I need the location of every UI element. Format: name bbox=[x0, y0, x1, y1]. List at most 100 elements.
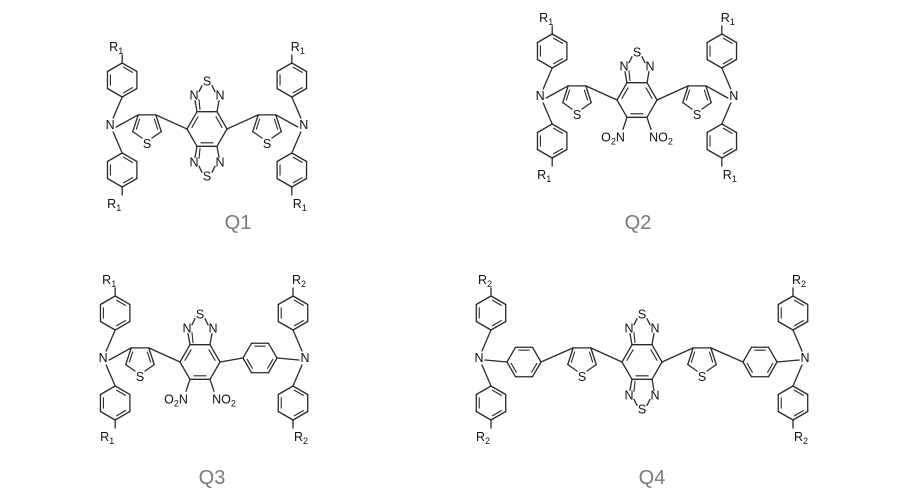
sulfur-atom: S bbox=[263, 137, 271, 151]
sulfur-atom: S bbox=[638, 402, 646, 416]
nitro-group-right: NO2 bbox=[212, 392, 236, 408]
r-group-label: R2 bbox=[794, 430, 808, 446]
bond bbox=[685, 89, 691, 101]
bond bbox=[490, 385, 507, 396]
bond bbox=[106, 152, 123, 163]
bond bbox=[651, 333, 655, 346]
bond bbox=[567, 347, 574, 366]
bond bbox=[105, 364, 116, 387]
sulfur-atom: S bbox=[573, 108, 581, 122]
thiophene-ring: S bbox=[132, 114, 162, 151]
sulfur-atom: S bbox=[203, 75, 211, 89]
bond bbox=[767, 362, 774, 373]
bond bbox=[687, 347, 694, 366]
bond bbox=[185, 378, 191, 392]
bond bbox=[710, 347, 744, 363]
bond bbox=[148, 347, 181, 363]
bond bbox=[255, 118, 261, 130]
bond bbox=[276, 357, 300, 361]
r-group-label: R2 bbox=[292, 273, 306, 289]
bond bbox=[292, 385, 309, 396]
bond bbox=[721, 148, 738, 159]
nitrogen-atom: N bbox=[645, 60, 654, 74]
bond bbox=[586, 363, 597, 372]
bond bbox=[481, 364, 492, 387]
core-ring bbox=[179, 344, 221, 380]
bond bbox=[121, 87, 138, 98]
bond bbox=[705, 85, 729, 99]
bond bbox=[187, 333, 191, 346]
bond bbox=[277, 295, 294, 306]
bond bbox=[155, 114, 188, 130]
nitrogen-atom: N bbox=[729, 89, 738, 103]
bond bbox=[276, 62, 293, 73]
bond bbox=[194, 100, 198, 113]
bond bbox=[777, 410, 794, 421]
bond bbox=[209, 378, 215, 392]
benzene-ring bbox=[777, 295, 809, 331]
nitrogen-atom: N bbox=[182, 322, 191, 336]
bond bbox=[293, 320, 304, 327]
bond bbox=[216, 100, 220, 113]
core-ring bbox=[621, 344, 663, 380]
benzene-ring bbox=[277, 385, 309, 421]
bond bbox=[626, 349, 634, 361]
core-ring bbox=[616, 82, 658, 118]
bond bbox=[292, 329, 303, 352]
bond bbox=[721, 58, 738, 69]
bond bbox=[633, 332, 636, 344]
bond bbox=[184, 349, 192, 361]
bond bbox=[273, 118, 279, 130]
r-group-label: R1 bbox=[100, 430, 114, 446]
bond bbox=[551, 148, 568, 159]
bond bbox=[585, 85, 618, 101]
bond bbox=[551, 58, 568, 69]
bond bbox=[277, 320, 294, 331]
r-group-label: R1 bbox=[102, 273, 116, 289]
bond bbox=[291, 131, 302, 154]
bond bbox=[590, 347, 623, 363]
bond bbox=[721, 67, 732, 90]
bond bbox=[621, 361, 633, 380]
bond bbox=[531, 346, 542, 363]
bond bbox=[198, 99, 201, 111]
bond bbox=[777, 320, 794, 331]
bond bbox=[629, 333, 633, 346]
bond bbox=[721, 123, 738, 134]
thiophene-ring: S bbox=[562, 85, 592, 122]
benzene-ring bbox=[106, 62, 138, 98]
r-group-label: R1 bbox=[291, 40, 305, 56]
benzene-ring bbox=[742, 346, 778, 378]
bond bbox=[292, 156, 303, 163]
bond bbox=[616, 99, 628, 118]
sulfur-atom: S bbox=[203, 169, 211, 183]
nitro-group-left: O2N bbox=[601, 130, 625, 146]
sulfur-atom: S bbox=[196, 308, 204, 322]
nitrogen-atom: N bbox=[650, 388, 659, 402]
r-group-label: R2 bbox=[792, 273, 806, 289]
sulfur-atom: S bbox=[693, 108, 701, 122]
bond bbox=[690, 351, 696, 363]
bond bbox=[116, 320, 127, 327]
bond bbox=[219, 357, 244, 363]
bond bbox=[633, 380, 636, 392]
bond bbox=[105, 329, 116, 352]
bond bbox=[106, 62, 123, 73]
r-group-label: R1 bbox=[107, 197, 121, 213]
bond bbox=[481, 329, 492, 352]
benzene-ring bbox=[242, 342, 278, 374]
bond bbox=[792, 364, 803, 387]
bond bbox=[551, 33, 568, 44]
bond bbox=[551, 123, 568, 134]
bond bbox=[710, 347, 717, 366]
benzene-ring bbox=[506, 346, 542, 378]
bond bbox=[116, 410, 127, 417]
bond bbox=[114, 410, 131, 421]
bond bbox=[211, 165, 216, 173]
bond bbox=[722, 127, 733, 134]
bond bbox=[146, 351, 152, 363]
sulfur-atom: S bbox=[143, 137, 151, 151]
